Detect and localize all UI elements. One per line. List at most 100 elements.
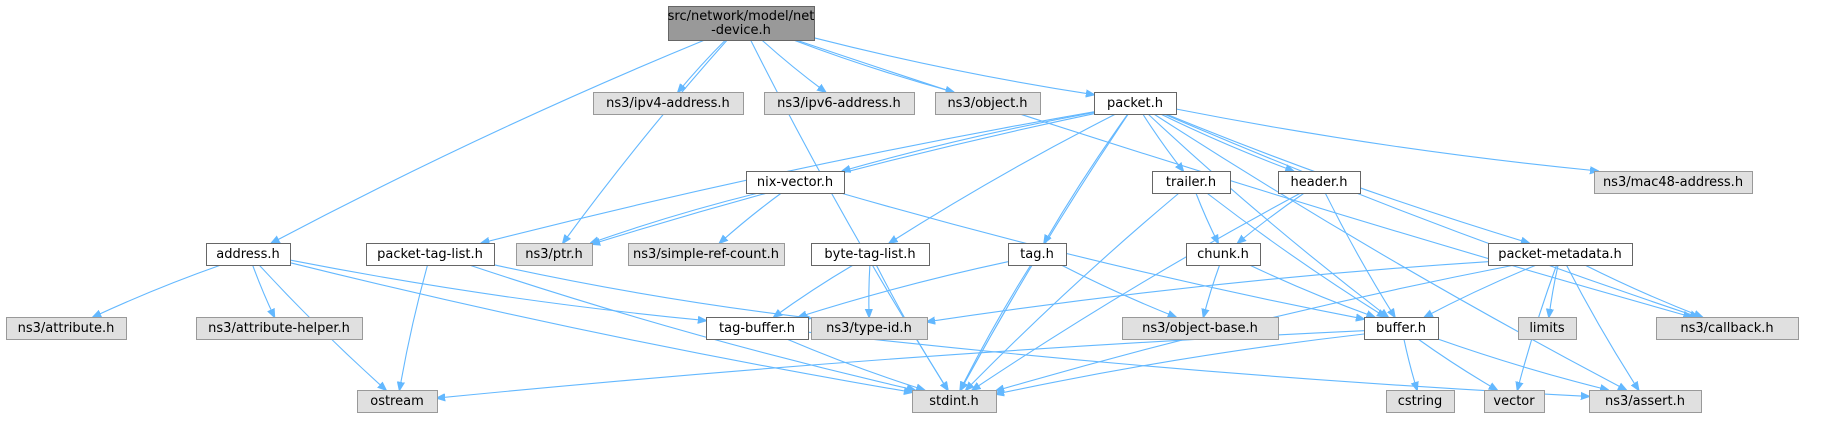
node-box-assert [1589,390,1702,413]
node-box-bytetaglist [811,243,930,266]
edge-packet-to-callback [1163,113,1698,317]
node-box-tag [1008,243,1067,266]
node-chunk[interactable]: chunk.h [1186,243,1261,266]
edge-packetmetadata-to-limits [1549,264,1559,317]
node-box-packettaglist [366,243,495,266]
node-stdint: stdint.h [912,390,997,413]
edge-bytetaglist-to-tagbuffer [774,264,854,317]
node-label-nixvector: nix-vector.h [757,175,833,190]
dependency-edges [93,37,1702,398]
node-attribute: ns3/attribute.h [6,317,127,340]
node-tag[interactable]: tag.h [1008,243,1067,266]
node-label-mac48: ns3/mac48-address.h [1603,175,1743,190]
edge-trailer-to-buffer [1206,192,1385,317]
edge-tagbuffer-to-stdint [786,338,925,390]
node-address[interactable]: address.h [206,243,291,266]
edge-tag-to-objectbase [1060,264,1176,317]
node-label-simplerefcount: ns3/simple-ref-count.h [633,247,779,262]
node-nixvector[interactable]: nix-vector.h [746,171,845,194]
node-label-packet: packet.h [1107,96,1163,111]
node-assert: ns3/assert.h [1589,390,1702,413]
node-label-chunk: chunk.h [1197,247,1249,262]
node-bytetaglist[interactable]: byte-tag-list.h [811,243,930,266]
edge-header-to-chunk [1238,192,1305,243]
node-label-root: src/network/model/net [668,9,815,24]
edge-tag-to-tagbuffer [799,261,1009,317]
node-buffer[interactable]: buffer.h [1364,317,1439,340]
node-mac48: ns3/mac48-address.h [1594,171,1753,194]
node-root[interactable]: src/network/model/net-device.h [668,6,815,41]
edge-address-to-attribute [93,264,222,317]
node-limits: limits [1518,317,1577,340]
node-box-packetmetadata [1488,243,1633,266]
edge-trailer-to-stdint [966,192,1180,390]
edge-address-to-attributehelper [252,264,275,317]
node-box-attribute [6,317,127,340]
node-ipv6: ns3/ipv6-address.h [764,92,915,115]
edge-nixvector-to-buffer [840,192,1364,319]
edge-header-to-stdint [972,192,1301,390]
node-label-trailer: trailer.h [1166,175,1216,190]
node-box-mac48 [1594,171,1753,194]
node-box-tagbuffer [706,317,809,340]
node-box-objectbase [1122,317,1279,340]
node-label-buffer: buffer.h [1376,321,1426,336]
edge-root-to-ipv6 [761,39,826,92]
edge-packet-to-buffer [1147,113,1388,317]
node-box-address [206,243,291,266]
edge-packetmetadata-to-typeid [927,261,1489,322]
edge-buffer-to-cstring [1403,338,1417,390]
node-ostream: ostream [357,390,438,413]
edge-root-to-callback [795,39,1691,317]
node-label-ipv4: ns3/ipv4-address.h [606,96,730,111]
node-trailer[interactable]: trailer.h [1152,171,1231,194]
node-label-ipv6: ns3/ipv6-address.h [777,96,901,111]
edge-packet-to-mac48 [1175,108,1598,171]
node-tagbuffer[interactable]: tag-buffer.h [706,317,809,340]
edge-chunk-to-objectbase [1203,264,1221,317]
node-box-chunk [1186,243,1261,266]
node-cstring: cstring [1386,390,1455,413]
edge-root-to-ipv4 [678,39,726,92]
node-object: ns3/object.h [935,92,1041,115]
node-label-root: -device.h [711,23,771,38]
edge-header-to-buffer [1324,192,1395,317]
node-label-object: ns3/object.h [947,96,1027,111]
edge-chunk-to-buffer [1249,264,1375,317]
node-ipv4: ns3/ipv4-address.h [593,92,744,115]
node-box-trailer [1152,171,1231,194]
node-box-nixvector [746,171,845,194]
node-box-attributehelper [196,317,363,340]
node-box-header [1278,171,1361,194]
edge-nixvector-to-simplerefcount [720,192,782,243]
node-box-root [668,6,815,41]
node-label-tag: tag.h [1020,247,1054,262]
node-label-packetmetadata: packet-metadata.h [1498,247,1622,262]
node-label-limits: limits [1529,321,1565,336]
node-label-attributehelper: ns3/attribute-helper.h [208,321,350,336]
node-box-ostream [357,390,438,413]
edge-root-to-packet [813,37,1094,95]
node-typeid: ns3/type-id.h [811,317,928,340]
node-packetmetadata[interactable]: packet-metadata.h [1488,243,1633,266]
edge-packettaglist-to-typeid [493,264,811,318]
node-box-ipv6 [764,92,915,115]
node-label-ptr: ns3/ptr.h [525,247,583,262]
node-label-bytetaglist: byte-tag-list.h [824,247,915,262]
edge-buffer-to-vector [1417,338,1497,390]
node-packet[interactable]: packet.h [1094,92,1177,115]
node-label-cstring: cstring [1398,394,1442,409]
node-header[interactable]: header.h [1278,171,1361,194]
edge-packet-to-trailer [1142,113,1183,171]
node-ptr: ns3/ptr.h [516,243,593,266]
node-packettaglist[interactable]: packet-tag-list.h [366,243,495,266]
node-label-ostream: ostream [370,394,424,409]
edge-packet-to-tag [1044,113,1129,243]
edge-packet-to-nixvector [842,111,1095,172]
node-box-callback [1656,317,1799,340]
node-label-typeid: ns3/type-id.h [826,321,912,336]
edge-nixvector-to-ptr [591,192,759,243]
node-box-ipv4 [593,92,744,115]
edge-buffer-to-ostream [437,330,1365,398]
